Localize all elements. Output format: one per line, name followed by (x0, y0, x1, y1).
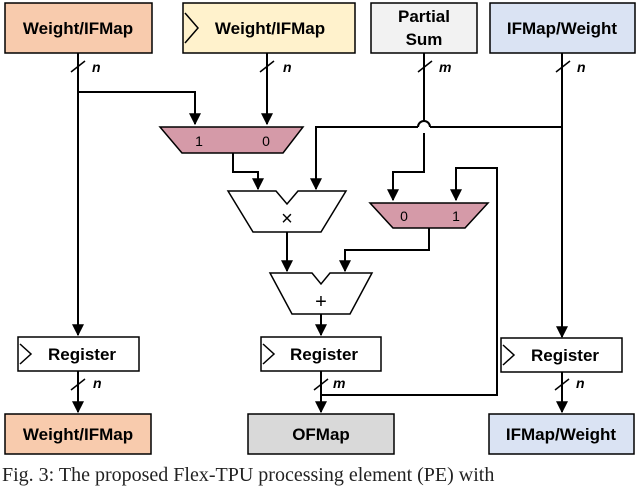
clock-edge-icon (19, 343, 33, 365)
input-1-label: Weight/IFMap (23, 19, 133, 38)
output-ofmap: OFMap (247, 413, 395, 455)
mux2-input-1: 1 (452, 208, 460, 224)
input-partial-sum: Partial Sum (370, 2, 478, 54)
output-1-label: Weight/IFMap (23, 425, 133, 444)
input-weight-ifmap-2: Weight/IFMap (182, 2, 356, 54)
register-middle: Register (260, 336, 382, 372)
figure-caption: Fig. 3: The proposed Flex-TPU processing… (2, 464, 495, 486)
output-ifmap-weight: IFMap/Weight (488, 413, 635, 455)
clock-edge-icon (184, 12, 199, 44)
register-left-label: Register (48, 345, 116, 364)
register-right: Register (500, 337, 623, 373)
mux1-input-1: 1 (195, 133, 203, 149)
input-weight-ifmap-1: Weight/IFMap (4, 2, 153, 54)
bw-out1: n (93, 375, 102, 391)
mux-1: 1 0 (158, 126, 305, 154)
register-right-label: Register (531, 346, 599, 365)
bw-in3: m (439, 59, 451, 75)
bus-markers-outputs: n m n (70, 375, 585, 391)
add-symbol: + (315, 291, 327, 313)
mux-2: 0 1 (368, 202, 490, 229)
input-3-label-line2: Sum (406, 30, 443, 49)
bus-markers-inputs: n n m n (70, 59, 586, 75)
wires (72, 53, 568, 414)
mux1-input-0: 0 (262, 133, 270, 149)
mux2-input-0: 0 (400, 208, 408, 224)
bw-in2: n (283, 59, 292, 75)
input-ifmap-weight: IFMap/Weight (489, 2, 636, 54)
multiplier: × (226, 190, 348, 233)
input-2-label: Weight/IFMap (215, 19, 325, 38)
multiply-symbol: × (281, 208, 293, 230)
bw-out2: m (333, 375, 345, 391)
input-3-label-line1: Partial (398, 7, 450, 26)
register-left: Register (17, 336, 140, 372)
bw-in4: n (577, 59, 586, 75)
clock-edge-icon (502, 344, 516, 366)
output-3-label: IFMap/Weight (506, 425, 617, 444)
register-middle-label: Register (290, 345, 358, 364)
input-4-label: IFMap/Weight (507, 19, 618, 38)
output-2-label: OFMap (292, 425, 350, 444)
bw-in1: n (92, 59, 101, 75)
adder: + (268, 272, 374, 315)
output-weight-ifmap: Weight/IFMap (4, 413, 152, 455)
bw-out3: n (576, 375, 585, 391)
clock-edge-icon (262, 343, 276, 365)
